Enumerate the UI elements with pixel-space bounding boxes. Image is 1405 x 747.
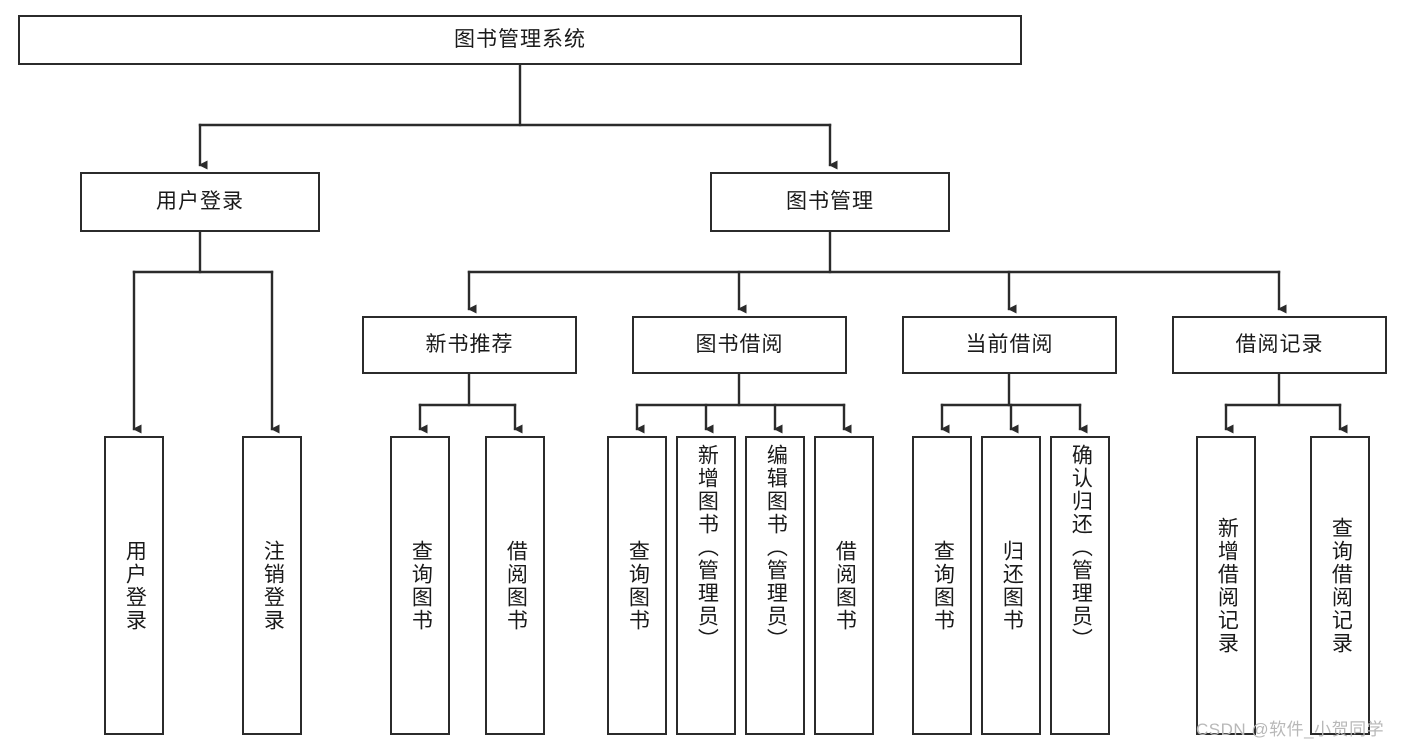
node-root[interactable]: 图书管理系统 [18,15,1022,65]
leaf-borrow-book-newbook-label: 借阅图书 [504,539,528,632]
node-borrow-record[interactable]: 借阅记录 [1172,316,1387,374]
leaf-query-borrow-record-label: 查询借阅记录 [1329,516,1353,655]
node-new-book-recommend[interactable]: 新书推荐 [362,316,577,374]
leaf-add-borrow-record-label: 新增借阅记录 [1215,516,1239,655]
leaf-add-book-admin[interactable]: 新增图书（管理员） [676,436,736,735]
leaf-borrow-book[interactable]: 借阅图书 [814,436,874,735]
leaf-return-book[interactable]: 归还图书 [981,436,1041,735]
leaf-edit-book-admin[interactable]: 编辑图书（管理员） [745,436,805,735]
node-book-borrow[interactable]: 图书借阅 [632,316,847,374]
leaf-user-login-label: 用户登录 [123,539,147,632]
leaf-logout[interactable]: 注销登录 [242,436,302,735]
leaf-add-book-admin-label: 新增图书（管理员） [695,444,719,651]
node-new-book-recommend-label: 新书推荐 [425,332,514,356]
leaf-user-login[interactable]: 用户登录 [104,436,164,735]
leaf-logout-label: 注销登录 [261,539,285,632]
csdn-watermark: CSDN @软件_小贺同学 [1196,720,1385,739]
node-borrow-record-label: 借阅记录 [1235,332,1324,356]
leaf-query-book-borrow[interactable]: 查询图书 [607,436,667,735]
leaf-query-book-borrow-label: 查询图书 [626,539,650,632]
node-user-login[interactable]: 用户登录 [80,172,320,232]
node-current-borrow-label: 当前借阅 [965,332,1054,356]
node-root-label: 图书管理系统 [454,27,586,51]
leaf-query-book-newbook[interactable]: 查询图书 [390,436,450,735]
leaf-query-book-current-label: 查询图书 [931,539,955,632]
node-book-management-label: 图书管理 [786,189,874,213]
leaf-query-borrow-record[interactable]: 查询借阅记录 [1310,436,1370,735]
leaf-return-book-label: 归还图书 [1000,539,1024,632]
leaf-query-book-current[interactable]: 查询图书 [912,436,972,735]
node-book-borrow-label: 图书借阅 [695,332,784,356]
node-user-login-label: 用户登录 [156,189,244,213]
leaf-borrow-book-newbook[interactable]: 借阅图书 [485,436,545,735]
leaf-query-book-newbook-label: 查询图书 [409,539,433,632]
leaf-confirm-return-admin-label: 确认归还（管理员） [1069,444,1093,651]
leaf-confirm-return-admin[interactable]: 确认归还（管理员） [1050,436,1110,735]
leaf-borrow-book-label: 借阅图书 [833,539,857,632]
node-current-borrow[interactable]: 当前借阅 [902,316,1117,374]
leaf-add-borrow-record[interactable]: 新增借阅记录 [1196,436,1256,735]
node-book-management[interactable]: 图书管理 [710,172,950,232]
leaf-edit-book-admin-label: 编辑图书（管理员） [764,444,788,651]
